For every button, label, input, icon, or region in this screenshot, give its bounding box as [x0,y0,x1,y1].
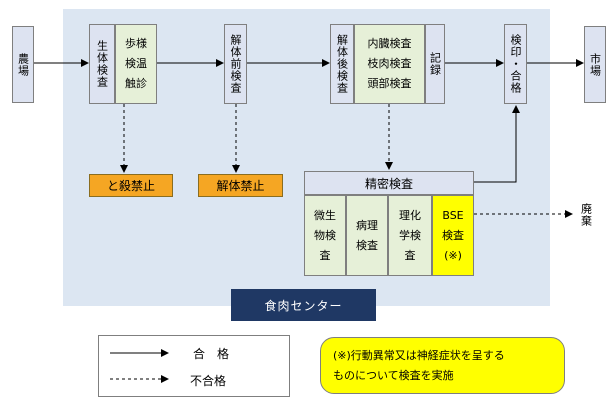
detailed-cell-physchem-line: 理化 [399,208,421,222]
detailed-cell-physchem-line: 学検 [399,228,421,242]
detailed-cell-pathology-line: 検査 [356,238,378,252]
postdismantle-items: 内臓検査 枝肉検査 頭部検査 [354,24,425,104]
detailed-cell-microbe-line: 微生 [314,208,336,222]
farm-node: 農場 [12,26,34,103]
detailed-cell-pathology: 病理 検査 [346,195,388,276]
detailed-cell-pathology-line: 病理 [356,218,378,232]
market-node: 市場 [584,26,606,103]
detailed-cell-bse-line: 検査 [442,228,464,242]
bse-note-line: (※)行動異常又は神経症状を呈する [333,349,505,362]
antemortem-title: 生体検査 [89,24,115,104]
predismantle-node: 解体前検査 [224,24,247,104]
detailed-cell-microbe-line: 査 [319,248,331,262]
postdismantle-item-viscera: 内臓検査 [367,37,412,50]
detailed-cell-bse-line: (※) [444,248,462,262]
legend-pass-label: 合 格 [193,347,230,361]
antemortem-item-temp: 検温 [125,57,147,70]
detailed-cell-microbe-line: 物検 [314,228,336,242]
meat-center-label: 食肉センター [231,289,376,321]
bse-note: (※)行動異常又は神経症状を呈する ものについて検査を実施 [320,337,565,394]
detailed-cell-bse: BSE 検査 (※) [432,195,474,276]
antemortem-item-gait: 歩様 [125,37,147,50]
disposal-label: 廃棄 [579,203,593,227]
detailed-cell-microbe: 微生 物検 査 [304,195,346,276]
antemortem-item-palpation: 触診 [125,77,147,90]
arrow-detailed-to-stamp [474,105,520,183]
postdismantle-title: 解体後検査 [330,24,354,104]
detailed-inspection-title: 精密検査 [304,171,474,195]
detailed-cell-physchem-line: 査 [404,248,416,262]
stamp-pass-node: 検印・合格 [504,24,527,104]
postdismantle-item-head: 頭部検査 [367,77,412,90]
bse-note-line: ものについて検査を実施 [333,369,454,382]
legend-box [98,335,290,397]
ban-dismantle-box: 解体禁止 [198,174,283,197]
detailed-cell-bse-line: BSE [442,208,464,222]
postdismantle-item-carcass: 枝肉検査 [367,57,412,70]
record-node: 記録 [425,24,445,104]
ban-slaughter-box: と殺禁止 [89,174,173,197]
antemortem-items: 歩様 検温 触診 [115,24,157,104]
detailed-cell-physchem: 理化 学検 査 [388,195,432,276]
legend-fail-label: 不合格 [190,374,227,388]
